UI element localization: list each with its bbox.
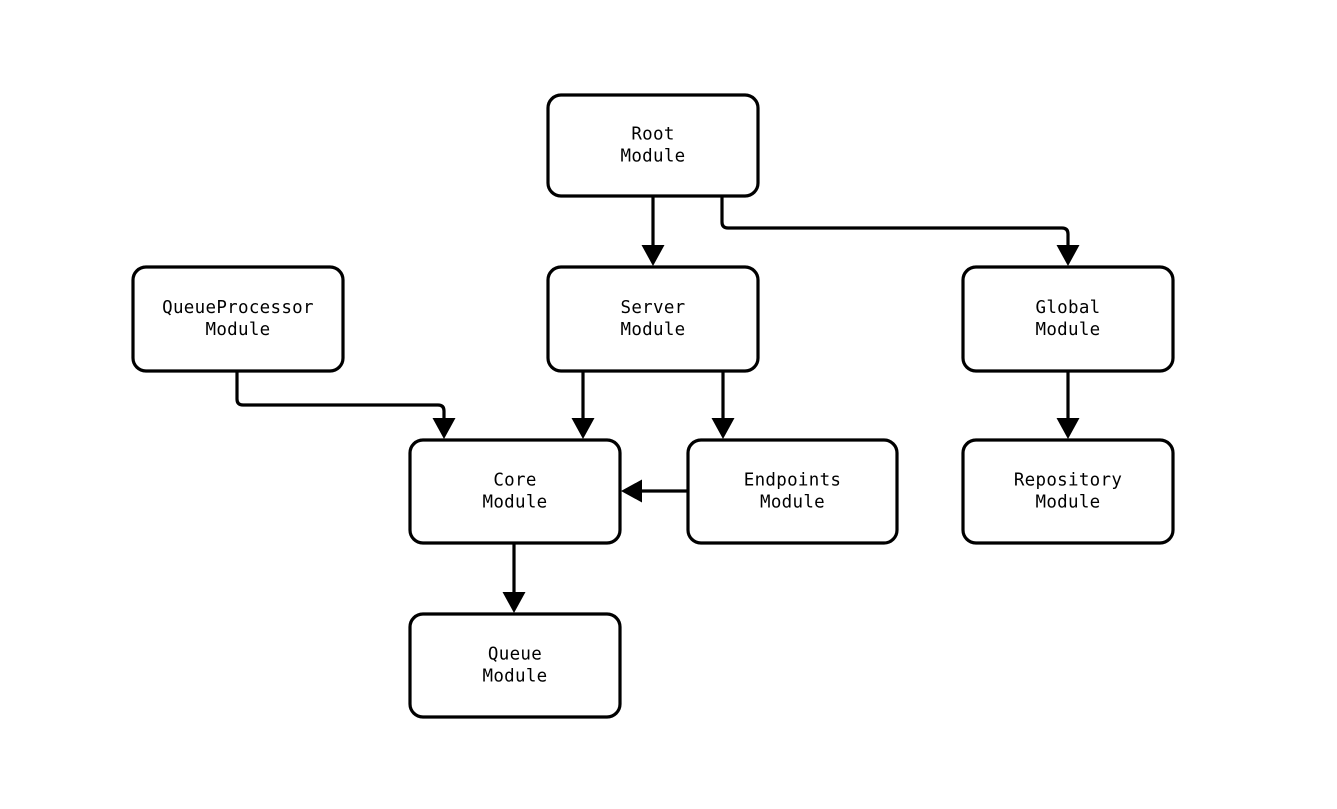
edge-queueprocessor-to-core <box>235 371 456 439</box>
node-label-line1: Endpoints <box>744 471 842 491</box>
arrow-head-icon <box>571 418 595 439</box>
node-label-line2: Module <box>205 320 270 340</box>
node-label-line2: Module <box>1035 320 1100 340</box>
edge-server-to-core <box>571 371 595 439</box>
nodes-layer: RootModuleQueueProcessorModuleServerModu… <box>131 93 1175 719</box>
node-box[interactable] <box>408 438 622 545</box>
node-label-line2: Module <box>620 147 685 167</box>
edge-line <box>720 196 1070 246</box>
node-label-line2: Module <box>1035 493 1100 513</box>
node-label-line1: Queue <box>488 645 542 665</box>
edge-endpoints-to-core <box>621 479 688 503</box>
node-label-line2: Module <box>620 320 685 340</box>
edge-root-to-global <box>720 196 1080 266</box>
node-label-line1: Core <box>493 471 536 491</box>
arrow-head-icon <box>502 592 526 613</box>
node-label-line2: Module <box>482 493 547 513</box>
edge-global-to-repository <box>1056 371 1080 439</box>
node-box[interactable] <box>408 612 622 719</box>
arrow-head-icon <box>641 245 665 266</box>
node-box[interactable] <box>686 438 899 545</box>
node-box[interactable] <box>961 265 1175 373</box>
arrow-head-icon <box>432 418 456 439</box>
node-box[interactable] <box>131 265 345 373</box>
arrow-head-icon <box>1056 245 1080 266</box>
node-label-line1: Root <box>631 125 674 145</box>
arrow-head-icon <box>711 418 735 439</box>
edge-core-to-queue <box>502 543 526 613</box>
node-box[interactable] <box>546 265 760 373</box>
node-label-line1: Global <box>1035 298 1100 318</box>
edge-root-to-server <box>641 196 665 266</box>
node-box[interactable] <box>961 438 1175 545</box>
edge-line <box>235 371 446 419</box>
edges-layer <box>235 196 1080 613</box>
arrow-head-icon <box>621 479 642 503</box>
node-label-line1: Repository <box>1014 471 1122 491</box>
node-label-line2: Module <box>760 493 825 513</box>
edge-server-to-endpoints <box>711 371 735 439</box>
arrow-head-icon <box>1056 418 1080 439</box>
node-label-line1: QueueProcessor <box>162 298 314 318</box>
node-label-line2: Module <box>482 667 547 687</box>
node-label-line1: Server <box>620 298 685 318</box>
node-box[interactable] <box>546 93 760 198</box>
